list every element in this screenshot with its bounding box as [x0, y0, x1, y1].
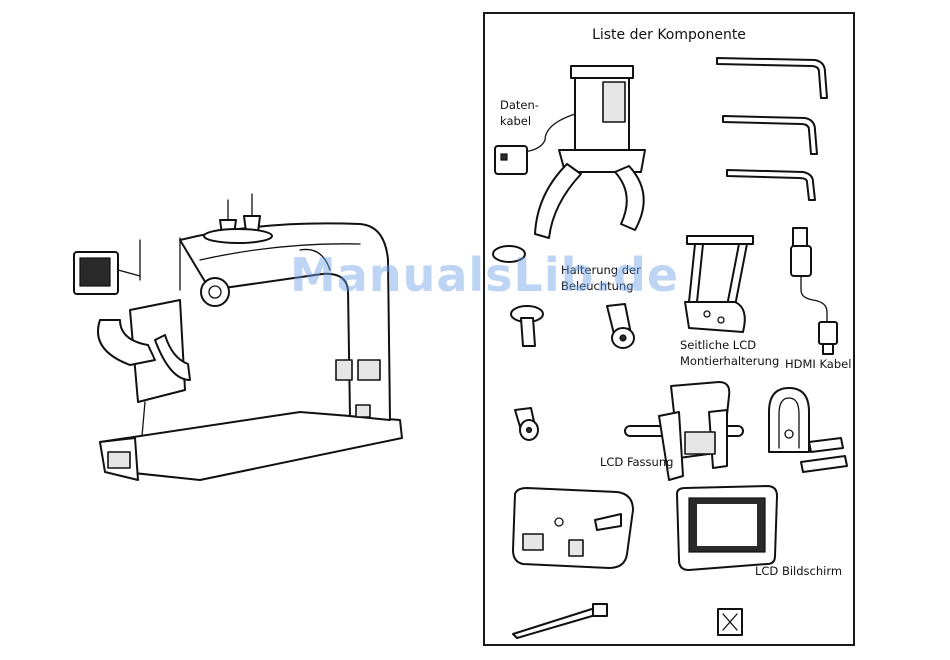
hdmi-label: HDMI Kabel [785, 357, 851, 372]
side-lcd-mount-bracket [681, 232, 761, 342]
adhesive-mount-illustration [715, 606, 745, 640]
cable-tie-illustration [509, 602, 619, 642]
lighting-mount-illustration [485, 54, 675, 254]
seitliche-label-line1: Seitliche LCD [680, 338, 756, 353]
mounting-bolt-1 [509, 304, 549, 350]
hex-key-3 [725, 166, 825, 206]
cable-clip-illustration [761, 382, 851, 482]
small-screw [511, 406, 551, 446]
halterung-label-line1: Halterung der [561, 263, 641, 278]
component-list-panel: Liste der Komponente Daten- kabel Halter… [483, 12, 855, 646]
hex-key-2 [721, 112, 831, 162]
fassung-label: LCD Fassung [600, 455, 673, 470]
lcd-screen-illustration [671, 484, 781, 574]
halterung-label-line2: Beleuchtung [561, 279, 634, 294]
mounting-bolt-2 [601, 302, 641, 352]
power-module-illustration [509, 484, 639, 574]
bildschirm-label: LCD Bildschirm [755, 564, 842, 579]
seitliche-label-line2: Montierhalterung [680, 354, 779, 369]
datenkabel-label-line1: Daten- [500, 98, 539, 113]
panel-title: Liste der Komponente [485, 27, 853, 43]
datenkabel-label-line2: kabel [500, 114, 531, 129]
hex-key-1 [715, 54, 835, 104]
sewing-machine-illustration [60, 180, 420, 510]
hdmi-cable-illustration [783, 226, 843, 356]
